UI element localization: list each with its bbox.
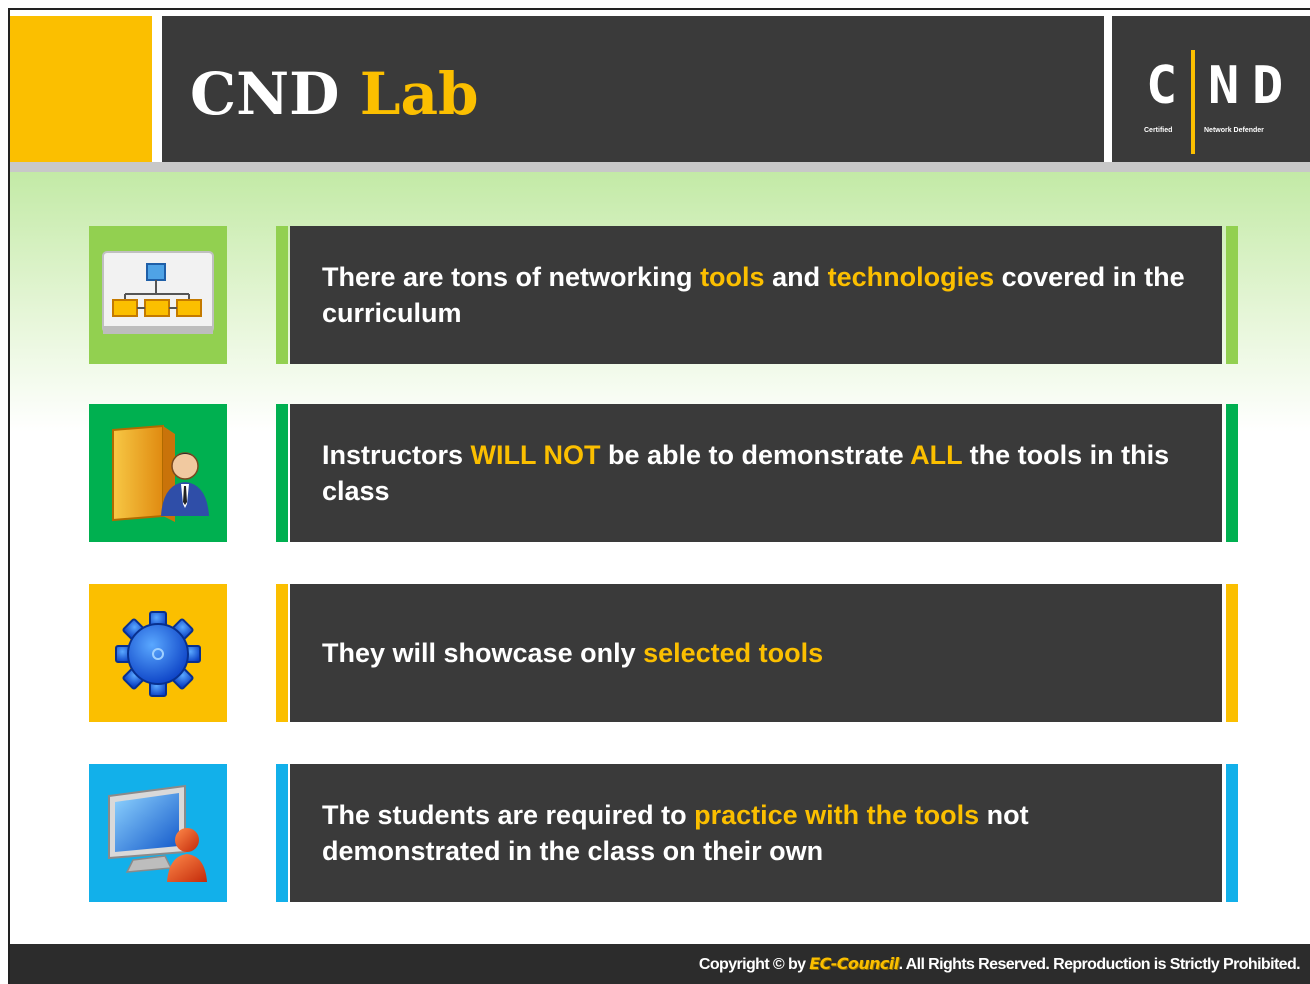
row-1-text-part: covered in the curriculum: [322, 262, 1185, 328]
row-3-text-part: They will showcase only: [322, 638, 644, 668]
row-1-text-panel: There are tons of networking tools and t…: [290, 226, 1222, 364]
row-1-right-bar: [1226, 226, 1238, 364]
row-2-icon-tile: [89, 404, 227, 542]
row-2-text-panel: Instructors WILL NOT be able to demonstr…: [290, 404, 1222, 542]
row-2-right-bar: [1226, 404, 1238, 542]
header-title-bar: [162, 16, 1104, 162]
cnd-logo: C N D Certified Network Defender: [1112, 16, 1310, 162]
row-3-icon-tile: [89, 584, 227, 722]
instructor-icon: [112, 424, 209, 522]
row-4-text-part: not demonstrated in the class on their o…: [322, 800, 1029, 866]
bullet-row-1: There are tons of networking tools and t…: [0, 226, 1310, 364]
row-3-left-bar: [276, 584, 288, 722]
bullet-row-2: Instructors WILL NOT be able to demonstr…: [0, 404, 1310, 542]
row-4-text: The students are required to practice wi…: [322, 797, 1212, 869]
row-2-highlight-all: ALL: [910, 440, 963, 470]
row-4-right-bar: [1226, 764, 1238, 902]
footer-bar: Copyright © by EC-Council. All Rights Re…: [10, 944, 1310, 984]
row-1-text-part: There are tons of networking: [322, 262, 701, 292]
row-3-highlight-selected-tools: selected tools: [643, 638, 824, 668]
slide-title-word2: Lab: [359, 60, 479, 128]
student-computer-icon: [108, 784, 207, 882]
logo-caption-right: Network Defender: [1204, 127, 1264, 134]
copyright-suffix: . All Rights Reserved. Reproduction is S…: [898, 956, 1301, 973]
row-1-highlight-tools: tools: [700, 262, 765, 292]
gear-icon: [115, 611, 201, 697]
row-1-text: There are tons of networking tools and t…: [322, 259, 1212, 331]
header-accent-block: [10, 16, 152, 162]
row-4-text-part: The students are required to: [322, 800, 695, 830]
slide-title-word1: CND: [190, 60, 340, 128]
row-1-highlight-technologies: technologies: [827, 262, 995, 292]
logo-divider: [1191, 50, 1195, 154]
row-2-text-part: the tools in this class: [322, 440, 1170, 506]
header-rule: [10, 162, 1310, 172]
row-3-text: They will showcase only selected tools: [322, 635, 823, 671]
logo-letter-c: C: [1146, 56, 1178, 116]
row-2-text-part: be able to demonstrate: [600, 440, 911, 470]
network-diagram-icon: [102, 251, 214, 334]
copyright-prefix: Copyright © by: [698, 956, 810, 973]
logo-caption-left: Certified: [1144, 127, 1173, 134]
row-4-highlight-practice: practice with the tools: [694, 800, 980, 830]
cnd-logo-letters: C N D: [1146, 56, 1296, 116]
row-1-left-bar: [276, 226, 288, 364]
row-2-text: Instructors WILL NOT be able to demonstr…: [322, 437, 1212, 509]
copyright-notice: Copyright © by EC-Council. All Rights Re…: [698, 954, 1301, 975]
logo-letter-d: D: [1252, 56, 1284, 116]
row-2-highlight-will-not: WILL NOT: [470, 440, 601, 470]
row-3-text-panel: They will showcase only selected tools: [290, 584, 1222, 722]
row-2-left-bar: [276, 404, 288, 542]
row-1-text-part: and: [764, 262, 828, 292]
row-2-text-part: Instructors: [322, 440, 471, 470]
row-3-right-bar: [1226, 584, 1238, 722]
bullet-row-3: They will showcase only selected tools: [0, 584, 1310, 722]
slide-title: CND Lab: [190, 56, 479, 132]
row-1-icon-tile: [89, 226, 227, 364]
ec-council-logo: EC-Council: [809, 954, 899, 973]
row-4-left-bar: [276, 764, 288, 902]
row-4-icon-tile: [89, 764, 227, 902]
bullet-row-4: The students are required to practice wi…: [0, 764, 1310, 902]
row-4-text-panel: The students are required to practice wi…: [290, 764, 1222, 902]
logo-letter-n: N: [1208, 56, 1240, 116]
